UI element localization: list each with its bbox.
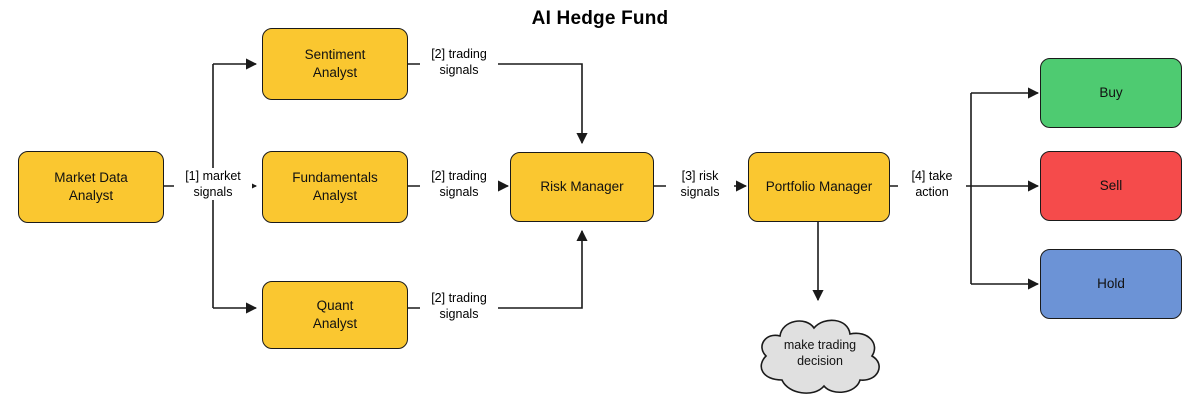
page-title: AI Hedge Fund [531, 8, 669, 29]
node-label: Buy [1099, 85, 1123, 101]
edge-label-trading-signals-quant: [2] trading signals [420, 290, 498, 322]
node-label: Quant Analyst [312, 298, 358, 331]
node-fundamentals-analyst[interactable]: Fundamentals Analyst [262, 151, 408, 223]
node-label: Hold [1097, 276, 1125, 292]
node-portfolio-manager[interactable]: Portfolio Manager [748, 152, 890, 222]
node-sell[interactable]: Sell [1040, 151, 1182, 221]
node-label: Risk Manager [540, 179, 624, 195]
edge-label-trading-signals-fundamentals: [2] trading signals [420, 168, 498, 200]
edge-label-market-signals: [1] market signals [174, 168, 252, 200]
node-label: Market Data Analyst [54, 170, 128, 203]
edge-label-trading-signals-sentiment: [2] trading signals [420, 46, 498, 78]
node-label: Sell [1099, 178, 1123, 194]
node-hold[interactable]: Hold [1040, 249, 1182, 319]
node-market-data-analyst[interactable]: Market Data Analyst [18, 151, 164, 223]
node-quant-analyst[interactable]: Quant Analyst [262, 281, 408, 349]
node-sentiment-analyst[interactable]: Sentiment Analyst [262, 28, 408, 100]
node-risk-manager[interactable]: Risk Manager [510, 152, 654, 222]
make-trading-decision-cloud[interactable] [752, 314, 888, 398]
node-label: Portfolio Manager [765, 179, 873, 195]
edge-label-risk-signals: [3] risk signals [666, 168, 734, 200]
node-label: Fundamentals Analyst [292, 170, 378, 203]
edge-label-take-action: [4] take action [898, 168, 966, 200]
node-label: Sentiment Analyst [304, 47, 366, 80]
node-buy[interactable]: Buy [1040, 58, 1182, 128]
